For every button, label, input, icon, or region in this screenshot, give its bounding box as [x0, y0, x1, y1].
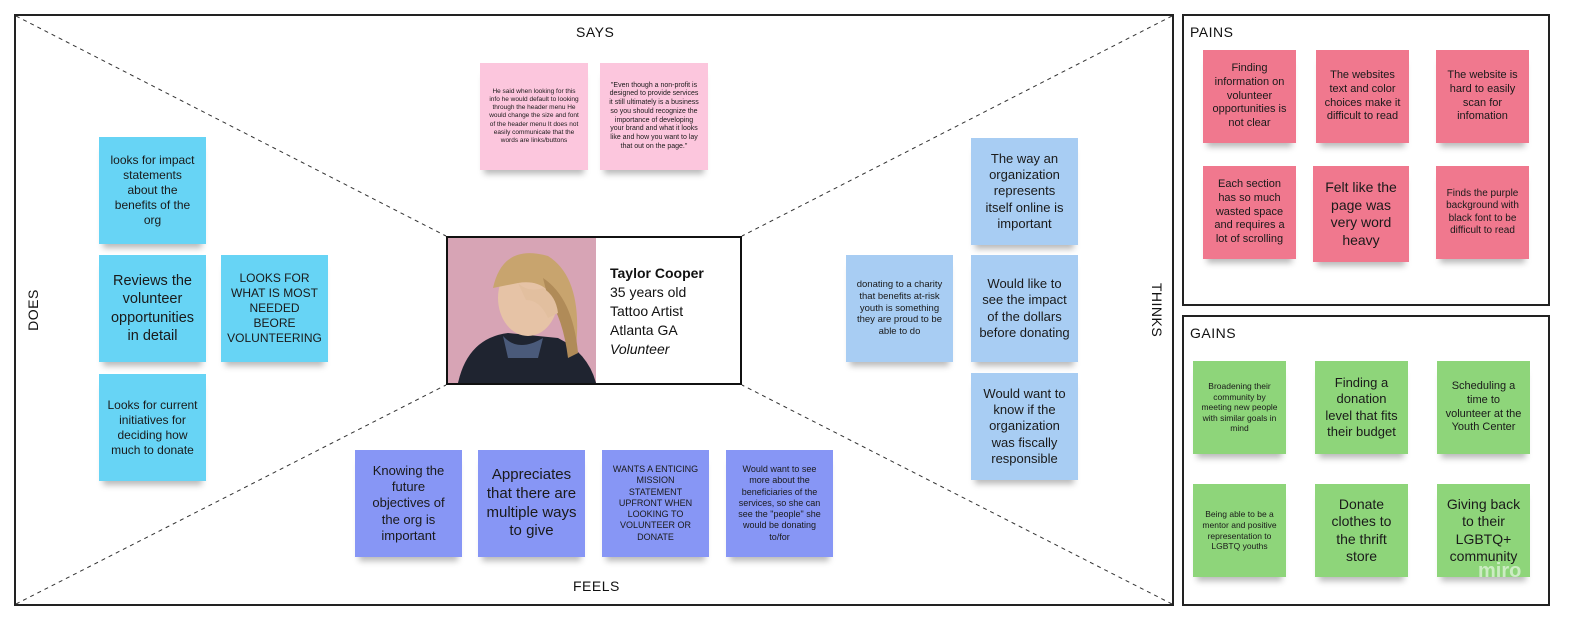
pains-note-3[interactable]: The website is hard to easily scan for i… — [1436, 50, 1529, 143]
divider-top-left — [15, 15, 447, 237]
divider-top-right — [741, 15, 1173, 237]
divider-bottom-right — [741, 384, 1173, 605]
feels-note-2[interactable]: Appreciates that there are multiple ways… — [478, 450, 585, 557]
persona-location: Atlanta GA — [610, 321, 678, 338]
miro-watermark: miro — [1478, 560, 1522, 582]
gains-note-4[interactable]: Being able to be a mentor and positive r… — [1193, 484, 1286, 577]
says-note-2[interactable]: "Even though a non-profit is designed to… — [600, 63, 708, 170]
thinks-note-2[interactable]: donating to a charity that benefits at-r… — [846, 255, 953, 362]
gains-title: GAINS — [1190, 325, 1237, 341]
persona-photo — [448, 238, 596, 383]
feels-note-3[interactable]: WANTS A ENTICING MISSION STATEMENT UPFRO… — [602, 450, 709, 557]
does-note-1[interactable]: looks for impact statements about the be… — [99, 137, 206, 244]
persona-role: Volunteer — [610, 340, 670, 357]
gains-note-6[interactable]: Giving back to their LGBTQ+ community — [1437, 484, 1530, 577]
pains-note-4[interactable]: Each section has so much wasted space an… — [1203, 166, 1296, 259]
divider-bottom-left — [15, 384, 447, 605]
pains-note-6[interactable]: Finds the purple background with black f… — [1436, 166, 1529, 259]
pains-note-1[interactable]: Finding information on volunteer opportu… — [1203, 50, 1296, 143]
says-note-1[interactable]: He said when looking for this info he wo… — [480, 63, 588, 170]
gains-note-1[interactable]: Broadening their community by meeting ne… — [1193, 361, 1286, 454]
does-note-4[interactable]: Looks for current initiatives for decidi… — [99, 374, 206, 481]
persona-name: Taylor Cooper — [610, 265, 704, 281]
thinks-note-3[interactable]: Would like to see the impact of the doll… — [971, 255, 1078, 362]
pains-note-2[interactable]: The websites text and color choices make… — [1316, 50, 1409, 143]
persona-info: Taylor Cooper 35 years old Tattoo Artist… — [596, 238, 704, 383]
persona-card[interactable]: Taylor Cooper 35 years old Tattoo Artist… — [446, 236, 742, 385]
does-label: DOES — [24, 289, 41, 331]
thinks-note-1[interactable]: The way an organization represents itsel… — [971, 138, 1078, 245]
feels-note-4[interactable]: Would want to see more about the benefic… — [726, 450, 833, 557]
gains-note-2[interactable]: Finding a donation level that fits their… — [1315, 361, 1408, 454]
thinks-note-4[interactable]: Would want to know if the organization w… — [971, 373, 1078, 480]
says-label: SAYS — [576, 24, 615, 40]
gains-note-3[interactable]: Scheduling a time to volunteer at the Yo… — [1437, 361, 1530, 454]
does-note-3[interactable]: LOOKS FOR WHAT IS MOST NEEDED BEORE VOLU… — [221, 255, 328, 362]
persona-age: 35 years old — [610, 283, 687, 300]
pains-note-5[interactable]: Felt like the page was very word heavy — [1313, 166, 1409, 262]
feels-label: FEELS — [573, 578, 620, 594]
persona-job: Tattoo Artist — [610, 302, 684, 319]
thinks-label: THINKS — [1149, 282, 1166, 338]
pains-title: PAINS — [1190, 24, 1234, 40]
does-note-2[interactable]: Reviews the volunteer opportunities in d… — [99, 255, 206, 362]
feels-note-1[interactable]: Knowing the future objectives of the org… — [355, 450, 462, 557]
gains-note-5[interactable]: Donate clothes to the thrift store — [1315, 484, 1408, 577]
